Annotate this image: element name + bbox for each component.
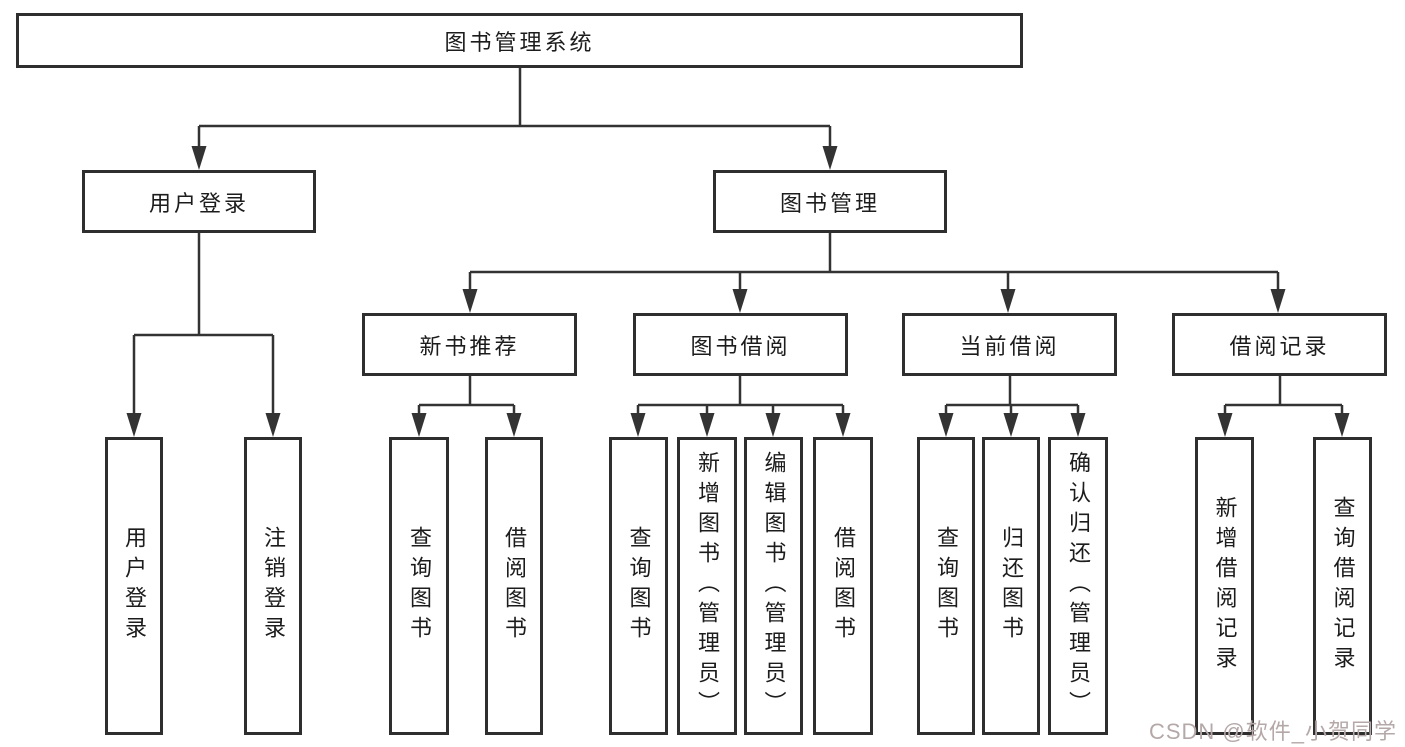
node-book-borrowing-label: 图书借阅 [690,333,791,359]
node-borrow-records-label: 借阅记录 [1229,333,1330,359]
leaf-query-borrow-record-label: 查询借阅记录 [1330,496,1356,676]
node-borrow-records: 借阅记录 [1172,313,1387,376]
leaf-borrow-books-borrowing: 借阅图书 [813,437,873,735]
connector-user-login-branch [132,233,275,417]
connector-borrow-record-branch [1223,376,1344,417]
node-user-login-label: 用户登录 [148,190,249,216]
leaf-edit-books-admin: 编辑图书（管理员） [744,437,803,735]
connector-book-mgmt-branch [468,233,1280,293]
csdn-watermark: CSDN @软件_小贺同学 [1148,719,1397,744]
leaf-borrow-books-recommend: 借阅图书 [485,437,543,735]
leaf-add-borrow-record-label: 新增借阅记录 [1212,496,1238,676]
leaf-return-books-label: 归还图书 [999,526,1024,646]
leaf-query-books-recommend: 查询图书 [389,437,449,735]
node-book-borrowing: 图书借阅 [633,313,848,376]
node-user-login: 用户登录 [82,170,316,233]
leaf-user-login-label: 用户登录 [122,526,147,646]
leaf-add-books-admin-label: 新增图书（管理员） [695,451,720,721]
node-current-borrowing: 当前借阅 [902,313,1117,376]
leaf-add-borrow-record: 新增借阅记录 [1195,437,1254,735]
connector-current-borrow-branch [944,376,1080,417]
node-new-book-recommend-label: 新书推荐 [419,333,520,359]
leaf-edit-books-admin-label: 编辑图书（管理员） [761,451,787,721]
node-new-book-recommend: 新书推荐 [362,313,577,376]
leaf-query-books-current: 查询图书 [917,437,975,735]
leaf-query-books-borrowing-label: 查询图书 [626,526,652,646]
connector-new-book-branch [417,376,516,417]
node-root-label: 图书管理系统 [444,29,595,55]
node-book-management-label: 图书管理 [779,190,880,216]
node-current-borrowing-label: 当前借阅 [959,333,1060,359]
leaf-query-books-recommend-label: 查询图书 [407,526,432,646]
leaf-logout-label: 注销登录 [261,526,286,646]
connector-book-borrow-branch [636,376,845,417]
leaf-borrow-books-borrowing-label: 借阅图书 [831,526,856,646]
leaf-query-books-borrowing: 查询图书 [609,437,668,735]
leaf-confirm-return-admin: 确认归还（管理员） [1048,437,1108,735]
node-book-management: 图书管理 [713,170,947,233]
leaf-borrow-books-recommend-label: 借阅图书 [502,526,527,646]
leaf-return-books: 归还图书 [982,437,1040,735]
node-root: 图书管理系统 [16,13,1023,68]
leaf-query-books-current-label: 查询图书 [934,526,959,646]
leaf-add-books-admin: 新增图书（管理员） [677,437,737,735]
leaf-query-borrow-record: 查询借阅记录 [1313,437,1372,735]
leaf-user-login: 用户登录 [105,437,163,735]
connector-root-trunk [197,68,832,150]
leaf-confirm-return-admin-label: 确认归还（管理员） [1066,451,1091,721]
leaf-logout: 注销登录 [244,437,302,735]
